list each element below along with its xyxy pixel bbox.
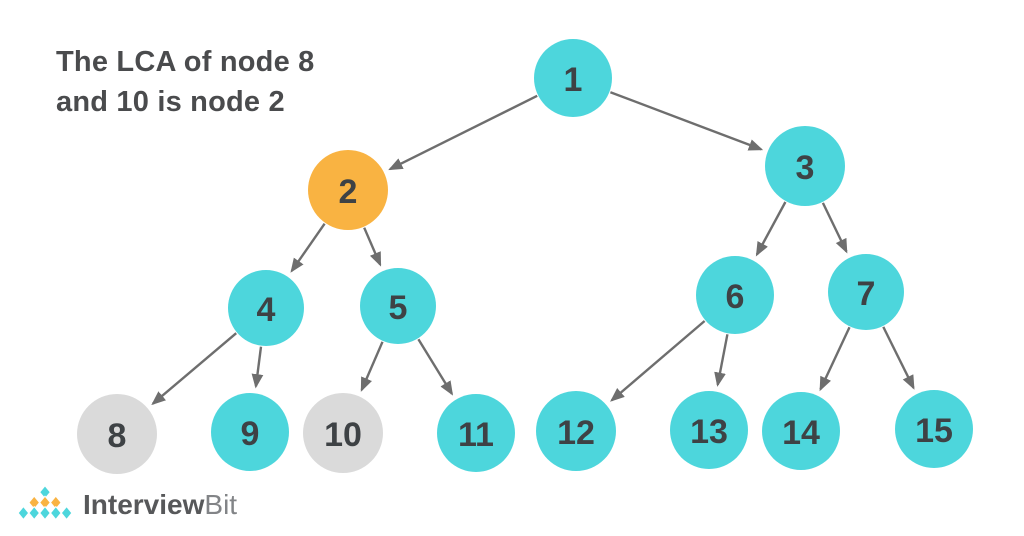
logo-diamond-teal [28, 505, 41, 521]
caption-text: The LCA of node 8 and 10 is node 2 [56, 42, 314, 122]
edge-2-5 [363, 227, 382, 267]
tree-node-8: 8 [77, 394, 157, 474]
tree-node-label-6: 6 [726, 278, 745, 316]
edge-5-10 [360, 341, 384, 392]
tree-node-label-10: 10 [324, 416, 362, 454]
tree-node-5: 5 [360, 268, 436, 344]
edge-5-11 [417, 338, 454, 396]
tree-node-label-15: 15 [915, 412, 953, 450]
edge-6-12 [610, 320, 706, 402]
interviewbit-logo: InterviewBit [16, 485, 237, 527]
tree-node-circle-2 [308, 150, 388, 230]
tree-node-12: 12 [536, 391, 616, 471]
edge-3-6 [755, 201, 787, 257]
interviewbit-logo-mark-icon [17, 485, 73, 521]
tree-node-circle-10 [303, 393, 383, 473]
tree-node-11: 11 [437, 394, 515, 472]
tree-node-3: 3 [765, 126, 845, 206]
edge-3-7 [821, 202, 848, 254]
tree-node-13: 13 [670, 391, 748, 469]
edges-layer [151, 91, 915, 406]
interviewbit-logo-text: InterviewBit [83, 491, 237, 521]
tree-node-label-14: 14 [782, 414, 820, 452]
tree-node-label-8: 8 [108, 417, 127, 455]
tree-node-label-11: 11 [458, 416, 494, 454]
edge-1-3 [609, 91, 764, 151]
tree-node-label-12: 12 [557, 414, 595, 452]
tree-node-circle-1 [534, 39, 612, 117]
tree-node-circle-11 [437, 394, 515, 472]
edge-7-14 [819, 326, 851, 392]
tree-node-label-1: 1 [564, 61, 583, 99]
tree-node-label-4: 4 [257, 291, 276, 329]
tree-node-circle-8 [77, 394, 157, 474]
edge-6-13 [714, 334, 729, 387]
edge-7-15 [882, 326, 915, 390]
caption-line-2: and 10 is node 2 [56, 86, 285, 118]
tree-node-circle-14 [762, 392, 840, 470]
tree-node-6: 6 [696, 256, 774, 334]
tree-node-circle-12 [536, 391, 616, 471]
logo-diamond-teal [17, 505, 30, 521]
edge-4-8 [151, 332, 237, 406]
edge-2-4 [290, 223, 326, 273]
tree-node-label-2: 2 [339, 173, 358, 211]
tree-node-circle-3 [765, 126, 845, 206]
tree-node-circle-6 [696, 256, 774, 334]
caption-line-1: The LCA of node 8 [56, 46, 315, 78]
tree-node-circle-4 [228, 270, 304, 346]
logo-text-bit: Bit [204, 489, 238, 520]
tree-node-9: 9 [211, 393, 289, 471]
tree-node-circle-5 [360, 268, 436, 344]
logo-diamond-teal [39, 505, 51, 521]
tree-node-1: 1 [534, 39, 612, 117]
tree-node-label-7: 7 [857, 275, 876, 313]
tree-node-14: 14 [762, 392, 840, 470]
tree-node-circle-15 [895, 390, 973, 468]
edge-1-2 [388, 94, 538, 171]
tree-node-circle-7 [828, 254, 904, 330]
tree-node-label-5: 5 [389, 289, 408, 327]
logo-text-interview: Interview [83, 489, 205, 520]
tree-node-4: 4 [228, 270, 304, 346]
logo-diamond-teal [49, 505, 62, 521]
tree-node-label-3: 3 [796, 149, 815, 187]
tree-node-circle-9 [211, 393, 289, 471]
tree-node-circle-13 [670, 391, 748, 469]
tree-node-15: 15 [895, 390, 973, 468]
tree-node-2: 2 [308, 150, 388, 230]
edge-4-9 [251, 346, 264, 389]
tree-node-label-13: 13 [690, 413, 728, 451]
tree-node-7: 7 [828, 254, 904, 330]
logo-diamond-teal [60, 505, 73, 521]
tree-node-label-9: 9 [241, 415, 260, 453]
tree-node-10: 10 [303, 393, 383, 473]
